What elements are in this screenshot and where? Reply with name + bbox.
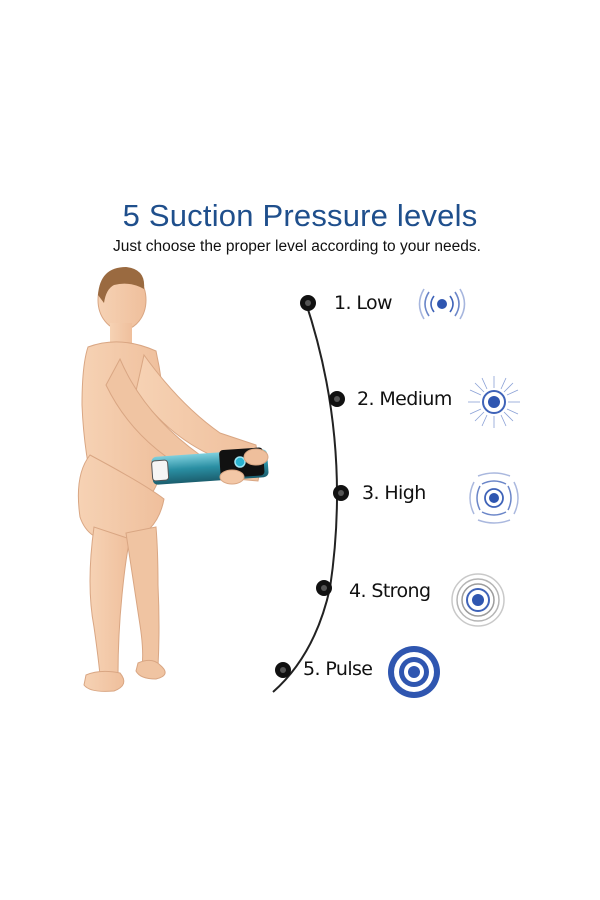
concentric-rings-strong-icon — [451, 573, 505, 627]
radiating-rings-medium-icon — [468, 376, 520, 428]
pulse-rings-icon — [388, 646, 440, 698]
level-dot-5 — [275, 662, 291, 678]
man-with-device-illustration — [77, 267, 269, 692]
level-dot-2 — [329, 391, 345, 407]
level-dot-4 — [316, 580, 332, 596]
level-dot-3 — [333, 485, 349, 501]
vibration-waves-high-icon — [469, 472, 519, 524]
level-dot-1 — [300, 295, 316, 311]
level-2-label: 2. Medium — [357, 388, 452, 410]
headline-subtitle: Just choose the proper level according t… — [113, 238, 481, 255]
level-1-label: 1. Low — [334, 292, 393, 314]
headline-title: 5 Suction Pressure levels — [122, 198, 478, 233]
level-3-label: 3. High — [362, 482, 426, 504]
level-4-label: 4. Strong — [349, 580, 431, 602]
vibration-waves-low-icon — [418, 288, 466, 320]
level-5-label: 5. Pulse — [303, 658, 373, 680]
